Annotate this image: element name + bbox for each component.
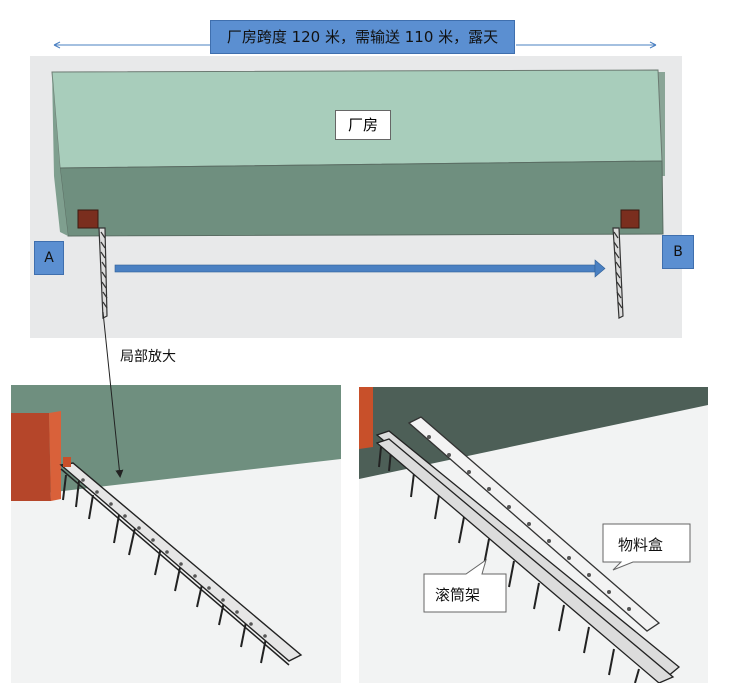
component-detail-panel <box>359 387 708 683</box>
roller-rack <box>375 430 681 683</box>
component-detail-illustration <box>359 387 708 683</box>
material-box <box>407 416 661 632</box>
zoom-detail-illustration <box>11 385 341 666</box>
roller-rack-callout-text: 滚筒架 <box>435 586 481 604</box>
zoom-label: 局部放大 <box>120 349 176 365</box>
point-a-label: A <box>34 241 64 275</box>
door-right <box>620 209 640 229</box>
point-b-label: B <box>662 235 694 269</box>
material-box-callout-text: 物料盒 <box>618 536 664 554</box>
rack-legs <box>378 446 640 683</box>
conveyor-left <box>98 227 108 319</box>
zoom-wall <box>11 385 341 497</box>
rail-holes <box>81 478 267 638</box>
building-lower-face <box>59 160 664 237</box>
door-left <box>77 209 99 229</box>
factory-label: 厂房 <box>335 110 391 140</box>
rail-endcap <box>63 457 71 467</box>
building-left-edge <box>52 72 68 236</box>
roller-rack-rail <box>60 468 290 666</box>
span-title-label: 厂房跨度 120 米，需输送 110 米，露天 <box>210 20 515 54</box>
overview-panel <box>30 56 682 338</box>
support-legs <box>62 474 268 664</box>
conveyor-right <box>612 227 624 319</box>
flow-arrow <box>114 259 606 278</box>
detail-pillar <box>359 387 373 449</box>
building-illustration <box>51 69 665 319</box>
zoom-detail-panel <box>11 385 341 683</box>
wall-pillar <box>11 413 51 501</box>
wall-pillar-edge <box>49 411 61 501</box>
